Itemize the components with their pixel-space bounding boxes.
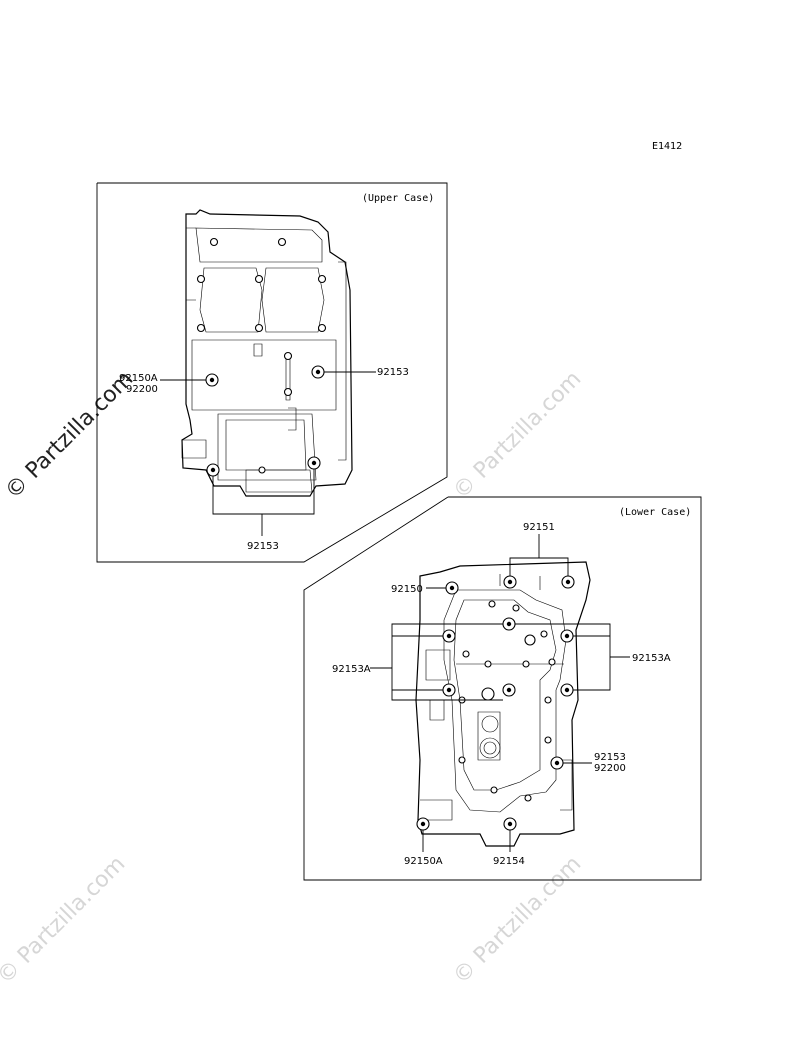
callout-92153a-left: 92153A [332, 664, 371, 675]
callout-92150-lower: 92150 [391, 584, 423, 595]
lower-case-title: (Lower Case) [619, 507, 691, 518]
callout-92154: 92154 [493, 856, 525, 867]
callout-92153-bottom-upper: 92153 [247, 541, 279, 552]
callout-92153-right-upper: 92153 [377, 367, 409, 378]
upper-case-leaders [160, 371, 376, 536]
upper-case-panel: (Upper Case) [96, 182, 448, 563]
callout-92151: 92151 [523, 522, 555, 533]
watermark-logo: © Partzilla.com [1, 367, 139, 505]
upper-case-bolts [205, 365, 325, 477]
callout-92150a-upper: 92150A [119, 373, 158, 384]
callout-92200-lower: 92200 [594, 763, 626, 774]
diagram-code: E1412 [652, 141, 682, 152]
lower-case-holes [458, 600, 556, 802]
callout-92153a-right: 92153A [632, 653, 671, 664]
upper-case-frame [96, 182, 448, 563]
lower-case-drawing [415, 561, 591, 847]
upper-case-holes [196, 237, 327, 474]
watermark: © Partzilla.com [449, 367, 587, 505]
upper-case-drawing [181, 209, 353, 497]
watermark: © Partzilla.com [449, 852, 587, 990]
lower-case-bolts [416, 575, 575, 831]
callout-92153-lower: 92153 [594, 752, 626, 763]
callout-92200-upper: 92200 [126, 384, 158, 395]
watermark-group: © Partzilla.com © Partzilla.com © Partzi… [0, 367, 586, 990]
upper-case-title: (Upper Case) [362, 193, 434, 204]
lower-case-frame [303, 496, 702, 881]
watermark: © Partzilla.com [0, 852, 130, 990]
lower-case-panel: (Lower Case) [303, 496, 702, 881]
callout-92150a-lower: 92150A [404, 856, 443, 867]
lower-case-leaders [370, 534, 630, 852]
